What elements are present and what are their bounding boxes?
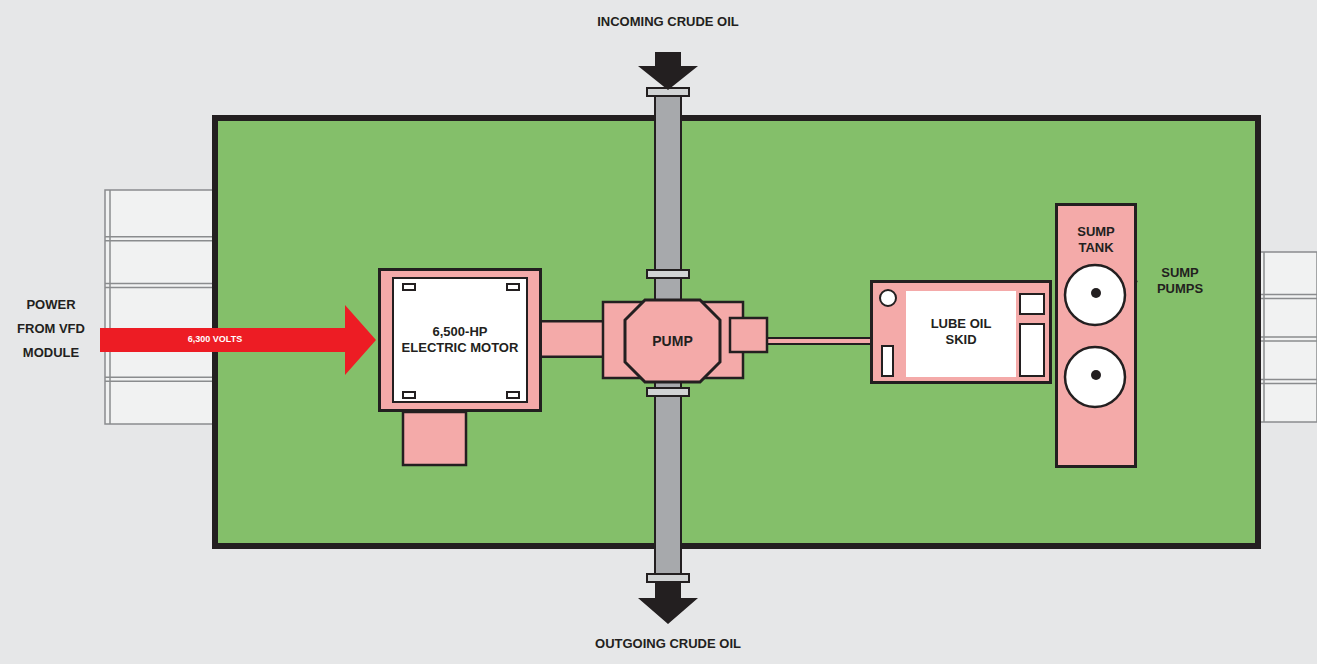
motor-box: 6,500-HP ELECTRIC MOTOR: [378, 268, 542, 412]
sump-pump-symbol: [1065, 347, 1125, 407]
ladder-rung: [105, 283, 216, 285]
ladder-rung: [105, 376, 216, 378]
ladder-rail: [109, 190, 111, 424]
node-label: SUMP TANK: [1061, 224, 1131, 255]
motor-base: [403, 412, 466, 465]
flow-label: OUTGOING CRUDE OIL: [520, 636, 816, 652]
skid-reservoir: [1019, 323, 1045, 377]
ladder-rung: [105, 236, 216, 238]
skid-filter: [1019, 293, 1045, 315]
sump-pump-symbol: [1065, 265, 1125, 325]
node-text-group: 6,500-HP ELECTRIC MOTOR: [400, 324, 520, 355]
ladder-rung: [105, 287, 216, 289]
power-arrow: [100, 305, 376, 375]
node-text-group: PUMP: [628, 333, 718, 350]
pump-outline: [625, 300, 720, 382]
power-label: POWER FROM VFD MODULE: [6, 293, 96, 365]
ladder-rung: [1259, 294, 1317, 296]
ladder-rung: [1259, 379, 1317, 381]
node-text-group: LUBE OIL SKID: [916, 316, 1006, 347]
flow-label: INCOMING CRUDE OIL: [520, 14, 816, 30]
flow-arrow-in: [638, 52, 698, 90]
ladder-rung: [105, 240, 216, 242]
node-text-group: SUMP TANK: [1061, 224, 1131, 255]
sump-tank: SUMP TANK: [1055, 203, 1137, 468]
ladder-rung: [105, 380, 216, 382]
sump-pump-dot: [1091, 370, 1101, 380]
lube-oil-skid: LUBE OIL SKID: [870, 280, 1052, 384]
motor-terminal: [506, 283, 520, 291]
node-label: LUBE OIL SKID: [916, 316, 1006, 347]
pump-body: PUMP: [623, 298, 722, 384]
skid-valve: [881, 345, 894, 377]
node-label: 6,500-HP ELECTRIC MOTOR: [400, 324, 520, 355]
skid-gauge: [879, 289, 897, 307]
ladder-rung: [1259, 383, 1317, 385]
motor-terminal: [402, 391, 416, 399]
ladder-frame: [105, 190, 216, 424]
node-label: PUMP: [628, 333, 718, 350]
coupling: [730, 318, 767, 352]
sump-pump-dot: [1091, 288, 1101, 298]
motor-terminal: [506, 391, 520, 399]
callout-label: SUMP PUMPS: [1140, 265, 1220, 296]
ladder-rung: [1259, 336, 1317, 338]
module-floor: [215, 118, 1258, 546]
voltage-label: 6,300 VOLTS: [140, 335, 290, 345]
ladder-rung: [1259, 340, 1317, 342]
motor-terminal: [402, 283, 416, 291]
ladder-frame: [1259, 252, 1317, 422]
flow-arrow-out: [638, 582, 698, 624]
ladder-rung: [1259, 298, 1317, 300]
